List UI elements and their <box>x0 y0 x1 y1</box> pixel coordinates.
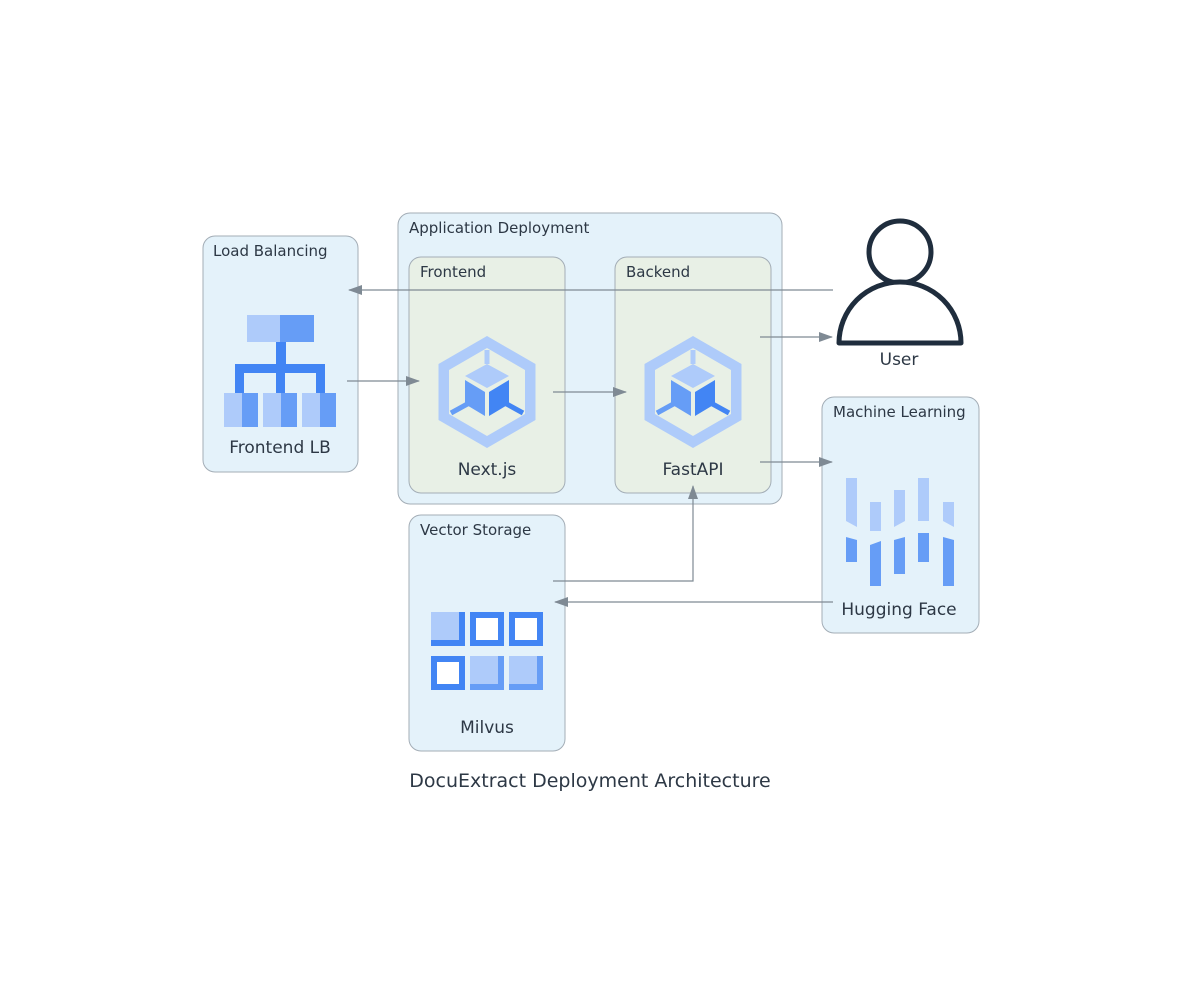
cluster-vector-storage-label: Vector Storage <box>420 521 531 539</box>
cluster-frontend-label: Frontend <box>420 263 486 281</box>
node-hugging-face-label: Hugging Face <box>841 600 956 620</box>
edge-milvus-to-fastapi <box>553 485 698 582</box>
ml-bars-icon <box>846 478 954 586</box>
edges <box>347 285 833 607</box>
kubernetes-cube-icon <box>644 336 742 448</box>
node-milvus-label: Milvus <box>460 718 514 738</box>
node-frontend-lb-label: Frontend LB <box>229 438 331 458</box>
node-milvus: Milvus <box>431 612 543 738</box>
cluster-machine-learning-label: Machine Learning <box>833 403 966 421</box>
node-hugging-face: Hugging Face <box>841 478 957 620</box>
cluster-load-balancing-label: Load Balancing <box>213 242 328 260</box>
cluster-application-deployment-label: Application Deployment <box>409 219 589 237</box>
node-nextjs: Next.js <box>438 336 536 480</box>
cluster-backend-label: Backend <box>626 263 690 281</box>
node-nextjs-label: Next.js <box>458 460 517 480</box>
user-icon <box>836 218 964 346</box>
load-balancer-icon <box>224 315 336 427</box>
kubernetes-cube-icon <box>438 336 536 448</box>
node-user: User <box>836 218 964 370</box>
node-frontend-lb: Frontend LB <box>224 315 336 458</box>
node-fastapi: FastAPI <box>644 336 742 480</box>
node-fastapi-label: FastAPI <box>662 460 723 480</box>
node-user-label: User <box>880 350 919 370</box>
diagram-title: DocuExtract Deployment Architecture <box>409 770 770 792</box>
storage-grid-icon <box>431 612 543 690</box>
